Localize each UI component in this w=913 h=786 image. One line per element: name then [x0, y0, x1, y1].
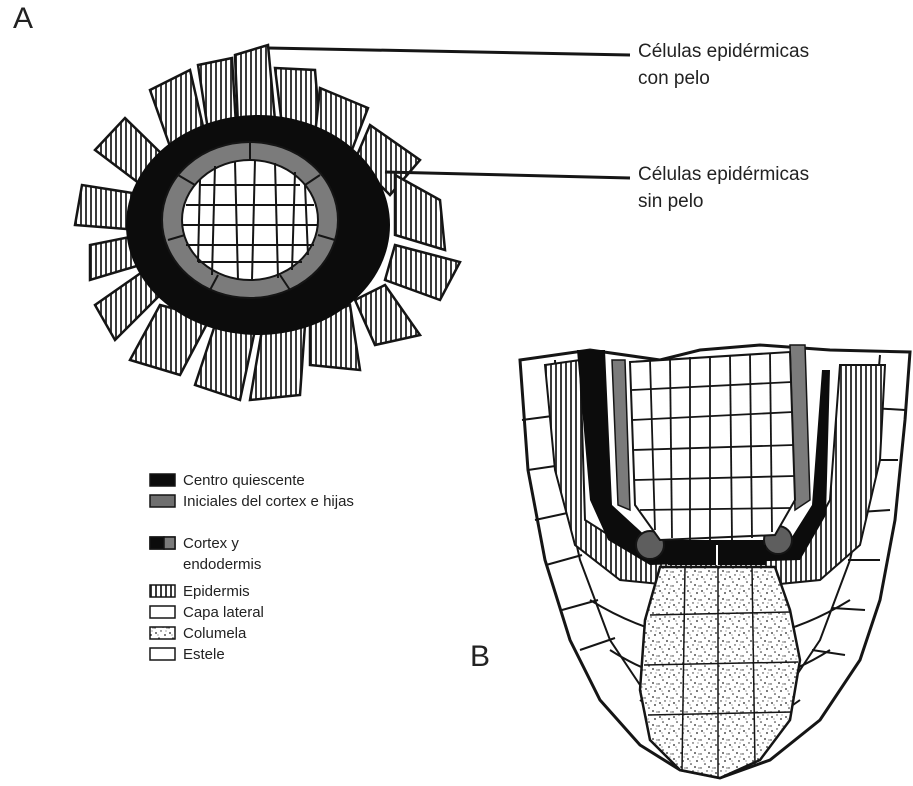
longitudinal-section-b: [520, 345, 910, 778]
legend-label-cortex: Cortex y endodermis: [183, 533, 303, 581]
legend-swatch-cortex: [150, 537, 175, 549]
legend-label-epidermis: Epidermis: [183, 581, 403, 602]
legend-swatch-columella: [150, 627, 175, 639]
legend-swatches: [150, 474, 175, 660]
legend-label-lateral-cap: Capa lateral: [183, 602, 403, 623]
legend-label-initials: Iniciales del cortex e hijas: [183, 491, 403, 533]
legend-label-columella: Columela: [183, 623, 403, 644]
leader-line-hairless-cells: [385, 172, 630, 178]
legend-swatch-quiescent: [150, 474, 175, 486]
legend-swatch-epidermis: [150, 585, 175, 597]
leader-line-hair-cells: [268, 48, 630, 55]
legend-swatch-initials: [150, 495, 175, 507]
legend-label-quiescent: Centro quiescente: [183, 470, 403, 491]
cross-section-a: [75, 45, 630, 400]
legend-swatch-stele: [150, 648, 175, 660]
legend-swatch-lateral-cap: [150, 606, 175, 618]
legend: Centro quiescente Iniciales del cortex e…: [183, 470, 403, 665]
legend-label-stele: Estele: [183, 644, 403, 665]
